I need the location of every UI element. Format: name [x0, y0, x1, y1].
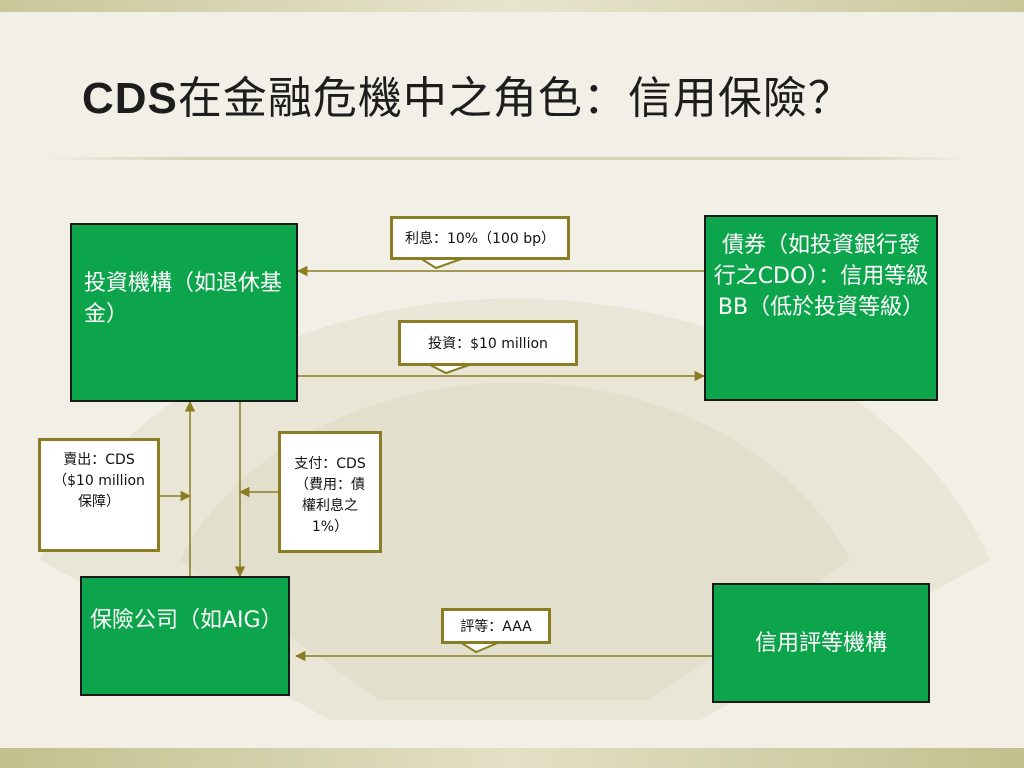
pay-cds-text: 支付：CDS（費用：債權利息之1%） [294, 456, 366, 535]
slide-title-rest: 在金融危機中之角色：信用保險？ [177, 73, 853, 124]
pay-cds-callout: 支付：CDS（費用：債權利息之1%） [278, 431, 382, 553]
rating-callout: 評等：AAA [441, 608, 551, 644]
investor-box: 投資機構（如退休基金） [70, 223, 298, 402]
interest-callout: 利息：10%（100 bp） [390, 216, 570, 260]
rating-agency-box: 信用評等機構 [712, 583, 930, 703]
slide-title: CDS在金融危機中之角色：信用保險？ [82, 62, 853, 126]
insurer-box: 保險公司（如AIG） [80, 576, 290, 696]
top-band [0, 0, 1024, 12]
rating-text: 評等：AAA [460, 619, 532, 635]
sell-cds-text: 賣出：CDS（$10 million保障） [53, 452, 145, 510]
bond-box: 債券（如投資銀行發行之CDO）：信用等級BB（低於投資等級） [704, 215, 938, 401]
investment-text: 投資：$10 million [428, 336, 548, 352]
bottom-band [0, 748, 1024, 768]
insurer-label: 保險公司（如AIG） [90, 608, 283, 633]
interest-text: 利息：10%（100 bp） [404, 231, 556, 247]
investor-label: 投資機構（如退休基金） [84, 271, 283, 327]
title-divider [46, 157, 974, 160]
bond-label: 債券（如投資銀行發行之CDO）：信用等級BB（低於投資等級） [713, 233, 929, 320]
slide-title-latin: CDS [82, 74, 178, 123]
sell-cds-callout: 賣出：CDS（$10 million保障） [38, 438, 160, 552]
investment-callout: 投資：$10 million [398, 320, 578, 366]
rating-agency-label: 信用評等機構 [754, 631, 887, 656]
